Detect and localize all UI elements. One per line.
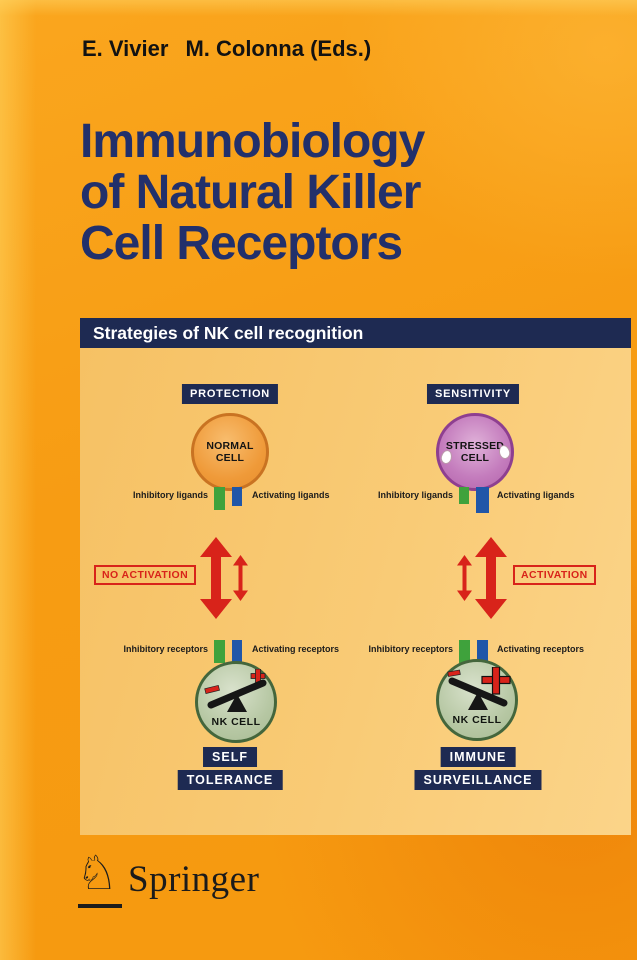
inhibitory-ligand-bar: [214, 487, 225, 510]
inhibitory-ligand-bar: [459, 487, 469, 504]
activating-receptor-bar: [232, 640, 242, 663]
protection-label: PROTECTION: [181, 384, 279, 404]
activating-signal-arrow-icon: [233, 555, 248, 601]
inhibitory-signal-arrow-icon: [457, 555, 472, 601]
figure-header: Strategies of NK cell recognition: [80, 318, 631, 348]
no-activation-badge: NO ACTIVATION: [94, 565, 197, 585]
activating-receptors-label: Activating receptors: [497, 644, 585, 654]
normal-cell-label-line1: NORMAL: [206, 440, 254, 452]
outcome-immune: IMMUNE: [440, 747, 516, 767]
activating-ligand-bar: [232, 487, 242, 506]
balance-scale-icon: [204, 669, 267, 712]
stressed-cell-label-line2: CELL: [460, 452, 490, 464]
activating-receptors-label: Activating receptors: [252, 644, 340, 654]
springer-wordmark: Springer: [128, 859, 260, 900]
nk-cell-label: NK CELL: [452, 714, 502, 726]
plus-icon: [481, 667, 511, 695]
nk-recognition-figure: Strategies of NK cell recognition PROTEC…: [80, 318, 631, 835]
activating-signal-arrow-icon: [475, 537, 507, 619]
figure-body: PROTECTION NORMAL CELL Inhibitory ligand…: [80, 348, 631, 835]
normal-cell: NORMAL CELL: [191, 413, 269, 491]
inhibitory-ligands-label: Inhibitory ligands: [132, 490, 208, 500]
inhibitory-receptor-bar: [459, 640, 470, 663]
inhibitory-receptors-label: Inhibitory receptors: [123, 644, 208, 654]
title-line-2: of Natural Killer: [80, 166, 421, 219]
balance-scale-icon: [447, 667, 511, 710]
nk-cell-label: NK CELL: [211, 716, 261, 728]
sensitivity-label: SENSITIVITY: [426, 384, 520, 404]
inhibitory-receptor-bar: [214, 640, 225, 663]
springer-horse-icon: [76, 850, 118, 897]
nk-cell-left: NK CELL: [195, 661, 277, 743]
inhibitory-ligands-label: Inhibitory ligands: [377, 490, 453, 500]
normal-cell-label-line2: CELL: [215, 452, 245, 464]
activating-ligands-label: Activating ligands: [252, 490, 330, 500]
minus-icon: [447, 669, 461, 677]
inhibitory-signal-arrow-icon: [200, 537, 232, 619]
editor-second: M. Colonna (Eds.): [185, 36, 372, 61]
inhibitory-receptors-label: Inhibitory receptors: [368, 644, 453, 654]
outcome-surveillance: SURVEILLANCE: [414, 770, 542, 790]
title-line-1: Immunobiology: [80, 115, 425, 168]
title-line-3: Cell Receptors: [80, 217, 403, 270]
editors-line: E. Vivier M. Colonna (Eds.): [82, 36, 371, 62]
stressed-cell-label-line1: STRESSED: [445, 440, 505, 452]
minus-icon: [204, 684, 220, 695]
editor-first: E. Vivier: [82, 36, 169, 61]
outcome-self: SELF: [203, 747, 257, 767]
activation-badge: ACTIVATION: [513, 565, 596, 585]
springer-horse-underline: [78, 904, 122, 908]
activating-ligands-label: Activating ligands: [497, 490, 575, 500]
book-title: Immunobiology of Natural Killer Cell Rec…: [80, 115, 425, 270]
outcome-tolerance: TOLERANCE: [177, 770, 283, 790]
stressed-cell: STRESSED CELL: [436, 413, 514, 491]
activating-ligand-bar: [476, 487, 489, 513]
nk-cell-right: NK CELL: [436, 659, 518, 741]
activating-receptor-bar: [477, 640, 488, 663]
